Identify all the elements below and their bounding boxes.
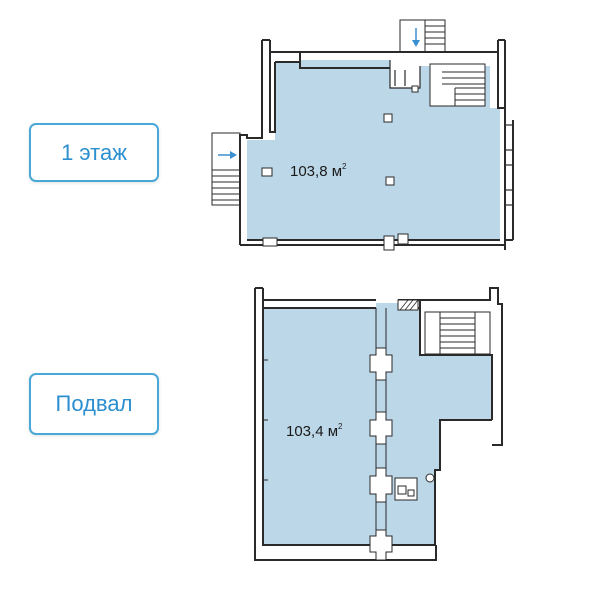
floor-1-walls — [239, 39, 514, 250]
basement-area: 103,4 м2 — [286, 422, 343, 440]
floor-1-left-entry-arrow — [218, 151, 237, 159]
floor-1-windows-right — [505, 124, 513, 206]
floor-1-area: 103,8 м2 — [290, 162, 347, 180]
floor-1-stairwell — [429, 63, 486, 107]
basement-chimney — [397, 299, 419, 311]
basement-plan: 103,4 м2 — [254, 287, 503, 561]
basement-left-wall-bumps — [263, 359, 268, 481]
floor-1-top-entry-arrow — [412, 28, 420, 47]
basement-stairwell — [424, 311, 491, 355]
floor-1-top-stair — [399, 19, 446, 53]
basement-columns — [369, 347, 393, 561]
floor-1-left-stair — [211, 132, 241, 206]
floor-1-label[interactable]: 1 этаж — [29, 123, 159, 182]
floor-1-utility-rooms — [389, 60, 421, 89]
floor-1-columns — [261, 85, 419, 186]
basement-walls — [254, 287, 503, 561]
basement-bathroom — [394, 473, 435, 501]
basement-label[interactable]: Подвал — [29, 373, 159, 435]
floor-1-plan: 103,8 м2 — [211, 19, 514, 251]
floor-1-bottom-details — [262, 233, 409, 251]
